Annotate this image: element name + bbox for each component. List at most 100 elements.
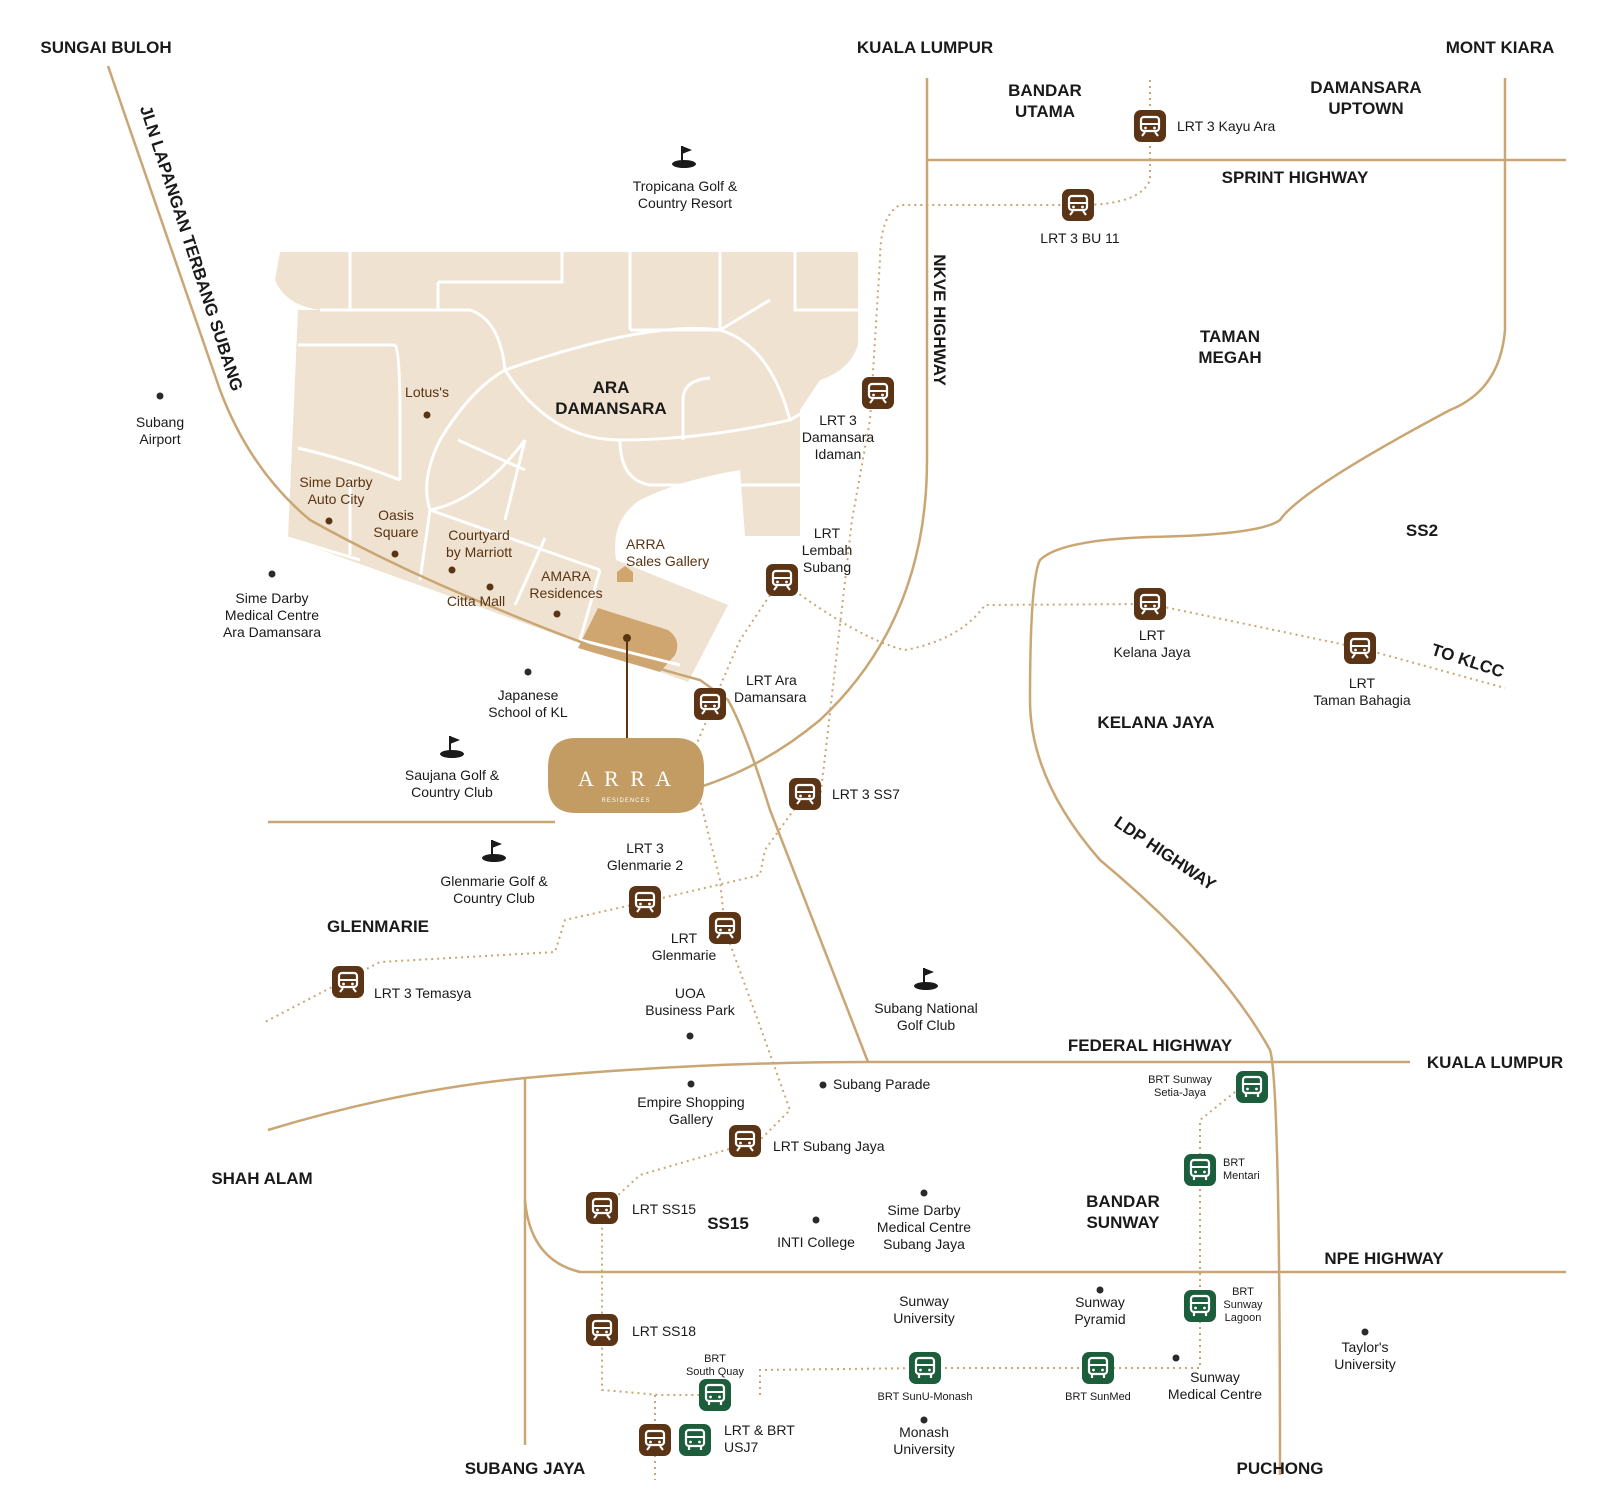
inner-arra-gallery-2: Sales Gallery [626, 553, 709, 569]
road-npe-label: NPE HIGHWAY [1324, 1249, 1444, 1268]
lrt-glenmarie-icon [707, 910, 743, 946]
region-damansara-uptown-2: UPTOWN [1328, 99, 1403, 118]
lrt-usj7-icon [637, 1422, 673, 1458]
place-sunway-university-1: Sunway [899, 1293, 949, 1309]
road-federal-label: FEDERAL HIGHWAY [1068, 1036, 1233, 1055]
lrt-subang-jaya-icon [727, 1123, 763, 1159]
road-sprint-label: SPRINT HIGHWAY [1222, 168, 1369, 187]
place-monash-1: Monash [899, 1424, 949, 1440]
station-brt-sunway-lagoon-2: Sunway [1223, 1299, 1263, 1311]
inner-amara-2: Residences [529, 585, 602, 601]
station-kelana-jaya-1: LRT [1139, 627, 1166, 643]
region-ss15: SS15 [707, 1214, 749, 1233]
station-taman-bahagia-1: LRT [1349, 675, 1376, 691]
region-subang-jaya: SUBANG JAYA [465, 1459, 586, 1478]
mont-kiara-road [1028, 78, 1507, 1476]
station-ss15: LRT SS15 [632, 1201, 696, 1217]
lrt-temasya-icon [330, 964, 366, 1000]
lrt-ara-damansara-icon [692, 686, 728, 722]
place-taylors-2: University [1334, 1356, 1395, 1372]
region-kuala-lumpur-top: KUALA LUMPUR [857, 38, 993, 57]
lrt-damansara-idaman-icon [860, 375, 896, 411]
place-sime-darby-subang-2: Medical Centre [877, 1219, 971, 1235]
region-glenmarie: GLENMARIE [327, 917, 429, 936]
place-saujana-2: Country Club [411, 784, 493, 800]
place-tropicana-1: Tropicana Golf & [633, 178, 738, 194]
lrt-ss7-icon [787, 776, 823, 812]
place-japanese-school-2: School of KL [488, 704, 568, 720]
lrt-glenmarie2-icon [627, 884, 663, 920]
place-subang-airport-1: Subang [136, 414, 184, 430]
golf-icon [913, 967, 939, 991]
ara-damansara-zone [275, 252, 859, 682]
place-sime-darby-subang-3: Subang Jaya [883, 1236, 965, 1252]
jln-lapangan-road [106, 65, 870, 1063]
region-sungai-buloh: SUNGAI BULOH [40, 38, 171, 57]
place-monash-2: University [893, 1441, 954, 1457]
inner-oasis-1: Oasis [378, 507, 414, 523]
place-japanese-school-1: Japanese [498, 687, 559, 703]
federal-road [267, 1060, 1410, 1132]
arra-residences-logo: A R R A RESIDENCES [548, 634, 704, 813]
place-sunway-pyramid-2: Pyramid [1074, 1311, 1125, 1327]
road-nkve-label: NKVE HIGHWAY [930, 254, 949, 386]
inner-place-markers [325, 411, 561, 618]
place-empire-1: Empire Shopping [637, 1094, 744, 1110]
station-brt-mentari-1: BRT [1223, 1157, 1245, 1169]
region-shah-alam: SHAH ALAM [211, 1169, 312, 1188]
inner-amara-1: AMARA [541, 568, 591, 584]
station-temasya: LRT 3 Temasya [374, 985, 471, 1001]
brt-sunmed-icon [1080, 1350, 1116, 1386]
station-brt-setia-jaya-2: Setia-Jaya [1154, 1087, 1207, 1099]
inner-place-labels: Lotus's Sime Darby Auto City Oasis Squar… [299, 384, 709, 609]
station-subang-jaya: LRT Subang Jaya [773, 1138, 885, 1154]
station-brt-sunway-lagoon-1: BRT [1232, 1286, 1254, 1298]
station-damansara-idaman-3: Idaman [815, 446, 862, 462]
station-lembah-subang-2: Lembah [802, 542, 853, 558]
region-puchong: PUCHONG [1237, 1459, 1324, 1478]
region-bandar-utama-1: BANDAR [1008, 81, 1082, 100]
place-sunway-university-2: University [893, 1310, 954, 1326]
place-sime-darby-ara-1: Sime Darby [235, 590, 308, 606]
brt-setia-jaya-icon [1234, 1069, 1270, 1105]
station-lembah-subang-3: Subang [803, 559, 851, 575]
place-empire-2: Gallery [669, 1111, 713, 1127]
station-ss18: LRT SS18 [632, 1323, 696, 1339]
brt-sunu-monash-icon [907, 1350, 943, 1386]
region-damansara-uptown-1: DAMANSARA [1310, 78, 1421, 97]
station-brt-south-quay-2: South Quay [686, 1366, 745, 1378]
station-ara-damansara-2: Damansara [734, 689, 807, 705]
station-glenmarie-2: Glenmarie [652, 947, 717, 963]
station-glenmarie2-1: LRT 3 [626, 840, 664, 856]
region-labels: SUNGAI BULOH KUALA LUMPUR MONT KIARA BAN… [40, 38, 1563, 1478]
lrt-kayu-ara-icon [1132, 108, 1168, 144]
ara-damansara-streets [287, 252, 859, 667]
inner-oasis-2: Square [373, 524, 418, 540]
region-ara-damansara-2: DAMANSARA [555, 399, 666, 418]
station-usj7-1: LRT & BRT [724, 1422, 795, 1438]
brt-south-quay-icon [697, 1377, 733, 1413]
place-sunway-medical-2: Medical Centre [1168, 1386, 1262, 1402]
inner-sime-darby-auto-2: Auto City [308, 491, 365, 507]
brt-sunway-lagoon-icon [1182, 1288, 1218, 1324]
station-ss7: LRT 3 SS7 [832, 786, 900, 802]
station-damansara-idaman-1: LRT 3 [819, 412, 857, 428]
place-sime-darby-ara-3: Ara Damansara [223, 624, 321, 640]
golf-icon [671, 145, 697, 169]
station-kelana-jaya-2: Kelana Jaya [1113, 644, 1190, 660]
inner-courtyard-1: Courtyard [448, 527, 509, 543]
station-brt-south-quay-1: BRT [704, 1353, 726, 1365]
place-saujana-1: Saujana Golf & [405, 767, 500, 783]
lrt-lembah-subang-icon [764, 562, 800, 598]
station-kayu-ara: LRT 3 Kayu Ara [1177, 118, 1276, 134]
nkve-road [689, 78, 929, 792]
inner-arra-gallery-1: ARRA [626, 536, 666, 552]
place-subang-national-2: Golf Club [897, 1017, 956, 1033]
region-ss2: SS2 [1406, 521, 1438, 540]
place-tropicana-2: Country Resort [638, 195, 732, 211]
station-brt-sunway-lagoon-3: Lagoon [1225, 1312, 1262, 1324]
brt-mentari-icon [1182, 1152, 1218, 1188]
place-subang-airport-2: Airport [139, 431, 180, 447]
region-ara-damansara-1: ARA [593, 378, 630, 397]
station-lembah-subang-1: LRT [814, 525, 841, 541]
